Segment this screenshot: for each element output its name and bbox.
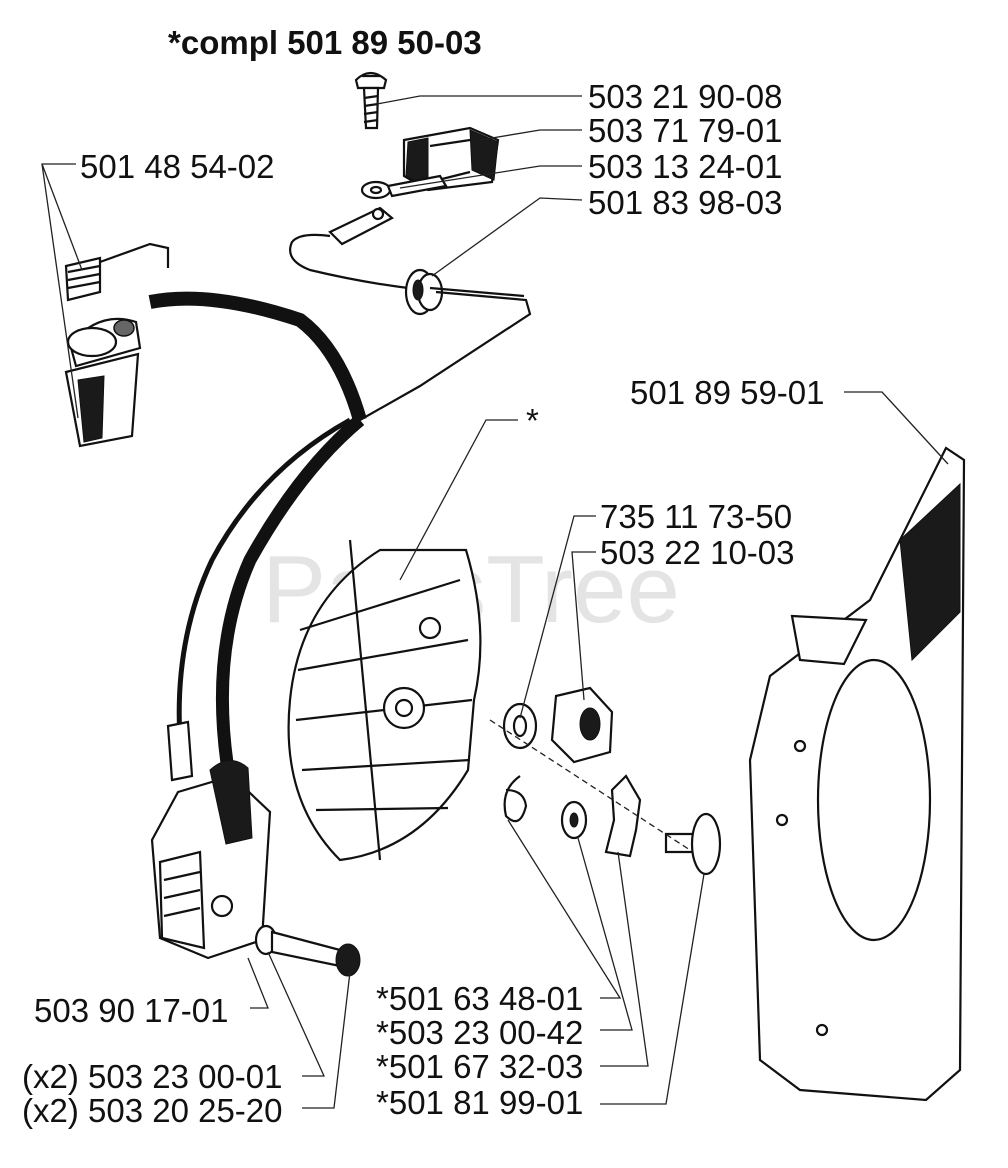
pawl-screw-part: [664, 812, 722, 876]
side-plate-part: [748, 446, 966, 1102]
part-label-spark-cap: 501 48 54-02: [80, 148, 275, 185]
module-screw-part: [254, 924, 361, 977]
asterisk-marker: *: [526, 402, 539, 439]
grommet-part: [404, 268, 444, 316]
part-label-ignition-module: 503 90 17-01: [34, 992, 229, 1029]
part-label-plate: 501 89 59-01: [630, 374, 825, 411]
part-label-pawl-screw: *501 81 99-01: [376, 1084, 583, 1121]
part-label-nut: 503 22 10-03: [600, 534, 795, 571]
part-label-module-washer: (x2) 503 23 00-01: [22, 1058, 283, 1095]
pawl-part: [604, 774, 642, 858]
part-label-wire: 501 83 98-03: [588, 184, 783, 221]
small-washer-part: [560, 800, 588, 840]
spark-plug-cap-part: [64, 317, 142, 448]
spring-part: [64, 242, 170, 302]
part-label-washer: 735 11 73-50: [600, 498, 792, 535]
nut-part: [550, 686, 614, 764]
ignition-module-part: [150, 760, 272, 960]
part-label-terminal: 503 13 24-01: [588, 148, 783, 185]
wire-connector-part: [166, 720, 194, 782]
part-label-module-screw: (x2) 503 20 25-20: [22, 1092, 283, 1129]
part-label-small-washer: *503 23 00-42: [376, 1014, 583, 1051]
part-label-switch: 503 71 79-01: [588, 112, 783, 149]
part-label-spring: *501 63 48-01: [376, 980, 583, 1017]
terminal-part: [360, 174, 448, 200]
wire-part: [359, 290, 532, 421]
screw-part: [354, 71, 388, 130]
part-label-screw: 503 21 90-08: [588, 78, 783, 115]
ht-lead-part: [148, 291, 367, 422]
pawl-spring-part: [503, 775, 528, 823]
flywheel-part: [287, 539, 482, 862]
part-label-pawl: *501 67 32-03: [376, 1048, 583, 1085]
washer-part: [502, 702, 538, 750]
wire-lug-part: [289, 206, 409, 290]
assembly-title: *compl 501 89 50-03: [168, 24, 482, 61]
switch-part: [402, 126, 500, 192]
